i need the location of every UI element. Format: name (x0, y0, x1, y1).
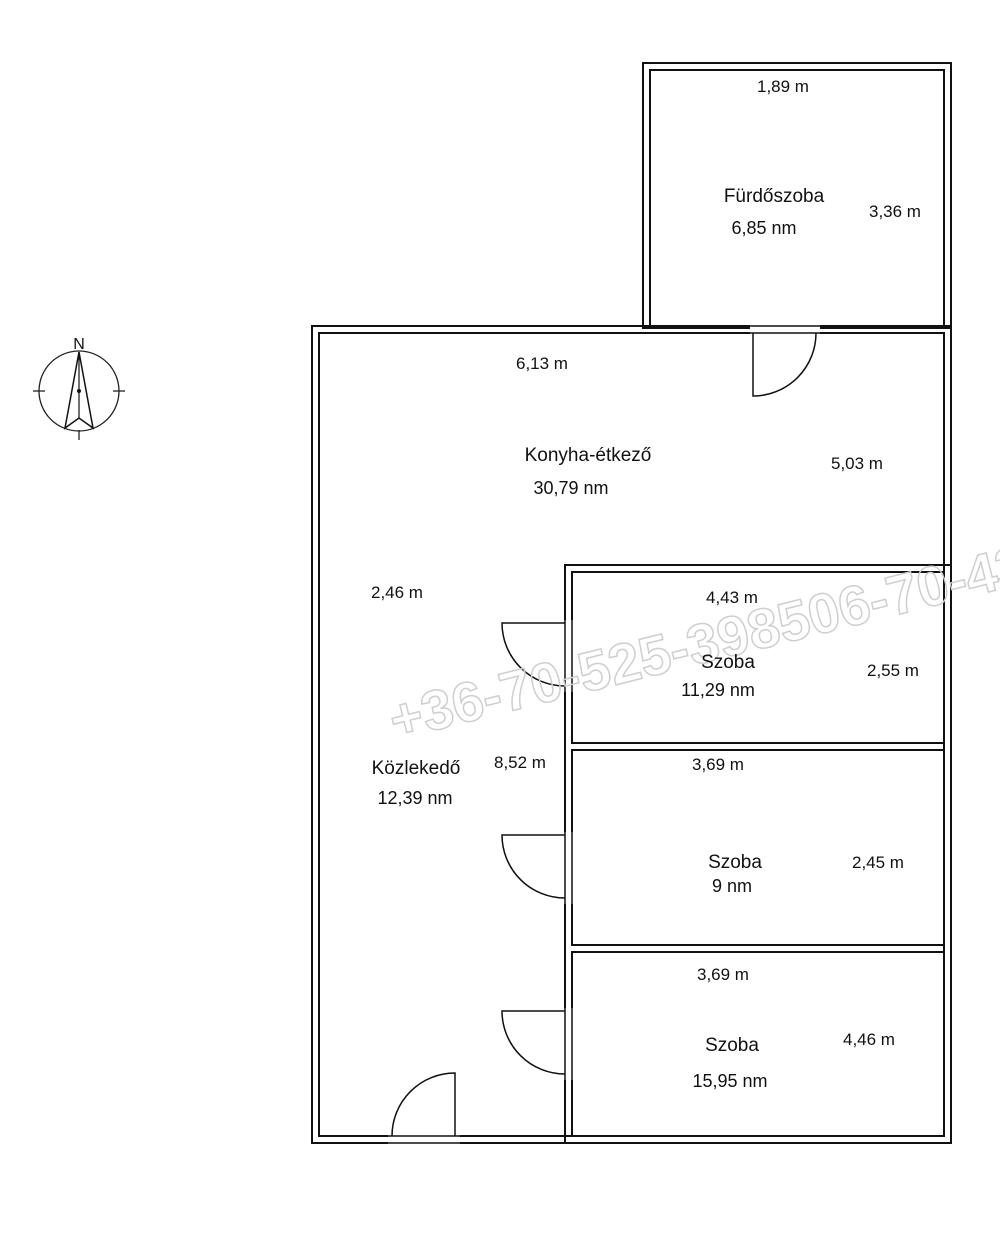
doors (388, 324, 820, 1146)
phone-watermark: +36-70-525-398506-70-431-6 (383, 512, 1000, 751)
kitchen-area: 30,79 nm (533, 478, 608, 498)
room1-door (501, 622, 566, 687)
room-hallway: 2,46 m Közlekedő 12,39 nm 8,52 m (371, 583, 546, 808)
bedroom-2-depth: 2,45 m (852, 853, 904, 872)
room-bedroom-2: 3,69 m Szoba 9 nm 2,45 m (692, 755, 904, 896)
bedroom-1-width: 4,43 m (706, 588, 758, 607)
bedroom-2-width: 3,69 m (692, 755, 744, 774)
kitchen-depth: 5,03 m (831, 454, 883, 473)
compass: N (33, 336, 125, 440)
bedroom-1-depth: 2,55 m (867, 661, 919, 680)
bedroom-1-name: Szoba (701, 652, 755, 673)
kitchen-width: 6,13 m (516, 354, 568, 373)
room-bedroom-1: 4,43 m Szoba 11,29 nm 2,55 m (681, 588, 919, 700)
room-kitchen: 6,13 m Konyha-étkező 30,79 nm 5,03 m (516, 354, 883, 498)
room-bathroom: 1,89 m Fürdőszoba 6,85 nm 3,36 m (724, 77, 921, 238)
hallway-name: Közlekedő (372, 758, 461, 779)
bathroom-area: 6,85 nm (731, 218, 796, 238)
bedroom-1-area: 11,29 nm (681, 680, 755, 700)
compass-north-label: N (73, 336, 85, 353)
bedroom-3-name: Szoba (705, 1035, 759, 1056)
bedroom-3-depth: 4,46 m (843, 1030, 895, 1049)
hallway-width: 2,46 m (371, 583, 423, 602)
entrance-door (391, 1072, 456, 1137)
bathroom-door (752, 332, 817, 397)
room2-wall-inner (571, 749, 945, 946)
hallway-area: 12,39 nm (377, 788, 452, 808)
bedroom-2-area: 9 nm (712, 876, 752, 896)
bathroom-depth: 3,36 m (869, 202, 921, 221)
bedroom-3-width: 3,69 m (697, 965, 749, 984)
room2-door (501, 834, 566, 899)
hallway-depth: 8,52 m (494, 753, 546, 772)
bathroom-name: Fürdőszoba (724, 186, 825, 207)
room-bedroom-3: 3,69 m Szoba 15,95 nm 4,46 m (692, 965, 895, 1091)
kitchen-name: Konyha-étkező (525, 445, 652, 466)
bedroom-3-area: 15,95 nm (692, 1071, 767, 1091)
bedroom-2-name: Szoba (708, 852, 762, 873)
bathroom-width: 1,89 m (757, 77, 809, 96)
room3-door (501, 1010, 566, 1075)
